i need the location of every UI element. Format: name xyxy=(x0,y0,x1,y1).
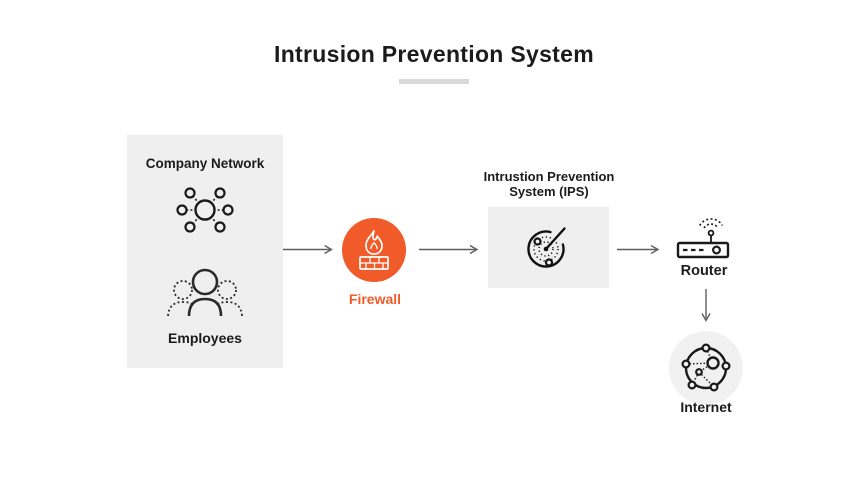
ips-title: Intrustion Prevention System (IPS) xyxy=(469,169,629,199)
radar-icon xyxy=(527,227,566,268)
ips-node xyxy=(488,207,609,288)
page-title: Intrusion Prevention System xyxy=(274,41,594,67)
router-icon xyxy=(676,218,730,259)
firewall-label: Firewall xyxy=(348,291,402,307)
ips-title-line1: Intrustion Prevention xyxy=(483,169,615,184)
ips-title-line2: System (IPS) xyxy=(509,184,589,199)
network-icon xyxy=(176,187,234,233)
title-underline xyxy=(399,79,469,84)
globe-icon xyxy=(681,343,731,392)
router-label: Router xyxy=(680,263,728,279)
employees-icon xyxy=(167,268,243,316)
internet-label: Internet xyxy=(680,399,732,415)
firewall-node xyxy=(342,218,406,282)
employees-label: Employees xyxy=(168,330,242,346)
internet-node xyxy=(669,331,743,405)
firewall-icon xyxy=(359,230,389,270)
company-network-label: Company Network xyxy=(145,156,265,171)
company-network-panel: Company Network xyxy=(127,135,283,368)
